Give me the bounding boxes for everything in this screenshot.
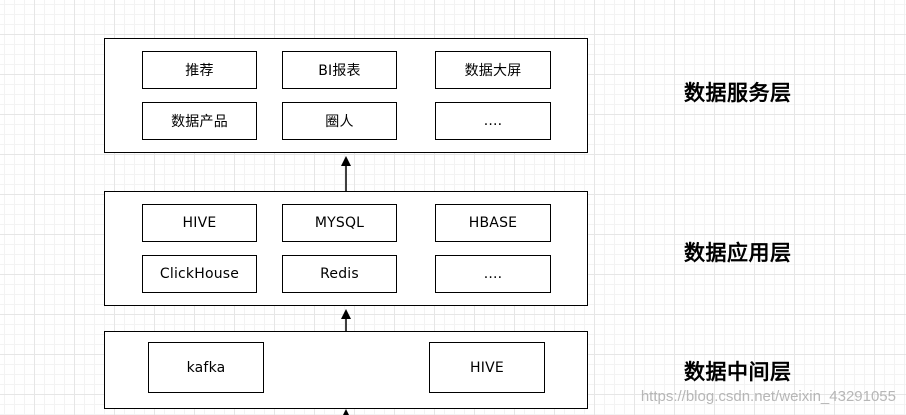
service-node-data-screen: 数据大屏 [435,51,551,89]
application-layer-label: 数据应用层 [684,241,792,265]
app-node-hive: HIVE [142,204,257,242]
watermark-text: https://blog.csdn.net/weixin_43291055 [640,388,896,405]
service-node-more: .... [435,102,551,140]
app-node-redis: Redis [282,255,397,293]
app-node-mysql: MYSQL [282,204,397,242]
service-node-recommend: 推荐 [142,51,257,89]
middle-layer-label: 数据中间层 [684,360,792,384]
service-node-audience: 圈人 [282,102,397,140]
middle-node-kafka: kafka [148,342,264,393]
service-node-bi-report: BI报表 [282,51,397,89]
app-node-hbase: HBASE [435,204,551,242]
service-node-data-product: 数据产品 [142,102,257,140]
service-layer-label: 数据服务层 [684,81,792,105]
app-node-more: .... [435,255,551,293]
middle-node-hive: HIVE [429,342,545,393]
app-node-clickhouse: ClickHouse [142,255,257,293]
